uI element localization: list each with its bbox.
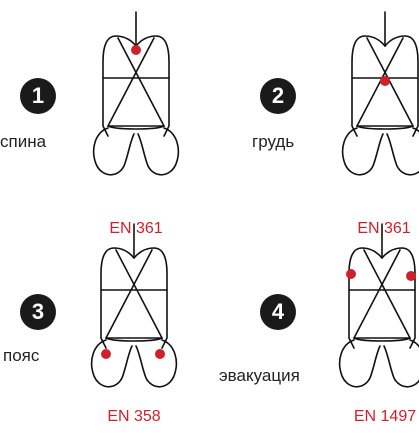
harness-shape [338,223,419,388]
diagonal-strap-right [105,249,153,339]
waist-belt [105,337,163,342]
panel-2: 2 грудь EN 361 [210,0,419,237]
left-leg-loop [338,339,381,388]
left-leg-loop [341,127,384,176]
harness-shape [341,11,419,176]
harness-diagram-4 [338,223,419,388]
standard-label-2: EN 361 [357,220,411,237]
diagonal-strap-left [363,249,411,339]
attachment-point-waist-right [155,349,165,359]
panel-label-2: грудь [252,132,295,151]
number-badge-3: 3 [20,294,56,330]
attachment-point-shoulder-left [346,269,356,279]
attachment-point-sternal [380,76,390,86]
waist-belt [356,125,414,130]
left-shoulder-strap [348,247,383,349]
number-badge-1: 1 [20,78,56,114]
right-leg-loop [386,127,419,176]
number-badge-2: 2 [260,78,296,114]
harness-shape [90,223,178,388]
diagonal-strap-left [117,37,165,127]
right-leg-loop [383,339,419,388]
panel-3: 3 пояс EN 358 [0,218,210,436]
attachment-point-waist-left [101,349,111,359]
standard-label-3: EN 358 [107,408,161,425]
harness-diagram-2 [341,11,419,176]
waist-belt [107,125,165,130]
harness-shape [92,11,180,176]
diagonal-strap-left [115,249,163,339]
diagonal-strap-right [356,37,404,127]
right-shoulder-strap [384,35,419,137]
right-leg-loop [137,127,180,176]
right-shoulder-strap [135,35,170,137]
left-leg-loop [92,127,135,176]
right-shoulder-strap [381,247,416,349]
right-leg-loop [135,339,178,388]
left-leg-loop [90,339,133,388]
panel-label-3: пояс [3,346,40,365]
harness-diagram-1 [92,11,180,176]
attachment-point-shoulder-right [406,271,416,281]
right-shoulder-strap [133,247,168,349]
diagonal-strap-left [366,37,414,127]
standard-label-1: EN 361 [109,220,163,237]
left-shoulder-strap [351,35,386,137]
left-shoulder-strap [100,247,135,349]
left-shoulder-strap [102,35,137,137]
panel-4: 4 эвакуация EN 1497 [210,218,419,436]
attachment-point-dorsal [131,45,141,55]
standard-label-4: EN 1497 [353,408,417,425]
panel-label-1: спина [0,132,47,151]
panel-label-4: эвакуация [219,366,300,385]
number-badge-4: 4 [260,294,296,330]
harness-diagram-3 [90,223,178,388]
diagonal-strap-right [107,37,155,127]
panel-1: 1 спина EN 361 [0,0,210,237]
waist-belt [353,337,411,342]
diagonal-strap-right [353,249,401,339]
